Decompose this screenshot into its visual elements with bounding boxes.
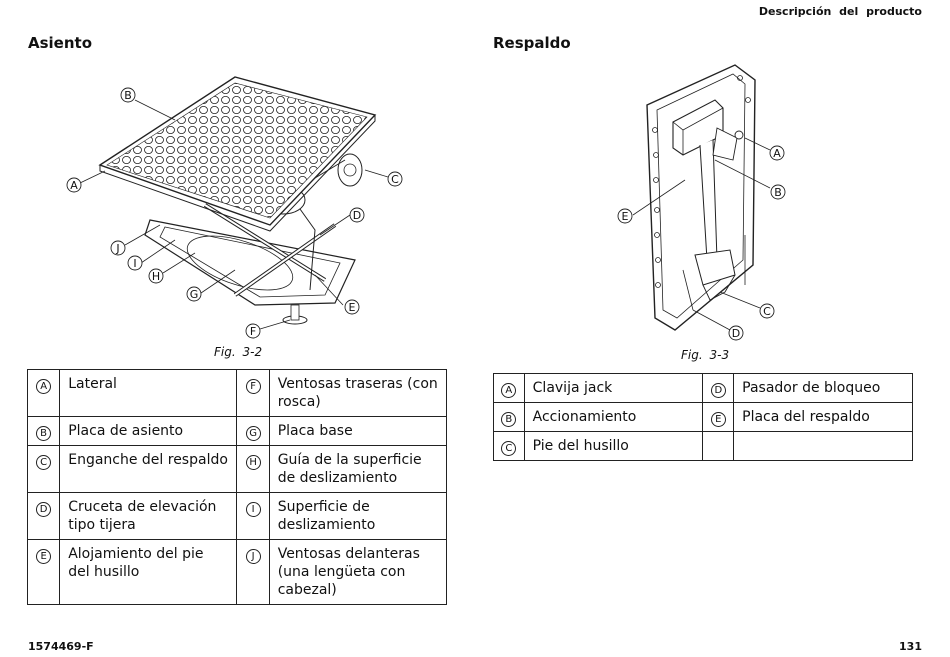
seat-callout-f: F <box>250 325 256 338</box>
seat-callout-h: H <box>152 270 160 283</box>
legend-key-marker: J <box>245 549 261 564</box>
legend-description: Alojamiento del pie del husillo <box>59 539 238 605</box>
legend-key-marker: E <box>36 549 52 564</box>
seat-callout-j: J <box>115 242 119 255</box>
seat-callout-c: C <box>391 173 399 186</box>
seat-legend-row: A Lateral F Ventosas traseras (con rosca) <box>26 369 448 417</box>
legend-description: Pie del husillo <box>523 431 704 461</box>
seat-callout-a: A <box>70 179 78 192</box>
legend-description: Accionamiento <box>523 402 704 432</box>
figure-caption-seat: Fig. 3-2 <box>214 345 263 359</box>
legend-key-marker: G <box>245 426 261 441</box>
section-title-backrest: Respaldo <box>493 34 571 52</box>
legend-description: Ventosas delanteras (una lengüeta con ca… <box>268 539 448 605</box>
legend-key-cell: A <box>493 373 525 403</box>
legend-key-cell: F <box>236 369 270 417</box>
legend-description: Superficie de deslizamiento <box>268 492 448 540</box>
legend-key-cell: D <box>702 373 735 403</box>
legend-key-cell: G <box>236 416 270 446</box>
seat-illustration: B A C D E F G H I J <box>66 76 403 339</box>
legend-description: Pasador de bloqueo <box>733 373 913 403</box>
legend-key-marker: I <box>245 502 261 517</box>
legend-key-marker: A <box>501 383 517 398</box>
legend-key-marker: D <box>710 383 726 398</box>
seat-callout-g: G <box>190 288 199 301</box>
running-header: Descripción del producto <box>758 5 922 18</box>
seat-callout-b: B <box>124 89 132 102</box>
legend-key-cell: J <box>236 539 270 605</box>
legend-key-cell: C <box>26 445 61 493</box>
legend-description: Ventosas traseras (con rosca) <box>268 369 448 417</box>
legend-description <box>733 431 913 461</box>
legend-description: Lateral <box>59 369 238 417</box>
seat-callouts <box>66 87 403 339</box>
backrest-callout-c: C <box>763 305 771 318</box>
seat-legend-row: B Placa de asiento G Placa base <box>26 416 448 446</box>
legend-key-marker: E <box>710 412 726 427</box>
legend-key-cell: B <box>493 402 525 432</box>
legend-key-cell: I <box>236 492 270 540</box>
legend-description: Cruceta de elevación tipo tijera <box>59 492 238 540</box>
seat-callout-d: D <box>353 209 361 222</box>
legend-key-cell: B <box>26 416 61 446</box>
legend-key-cell: E <box>702 402 735 432</box>
legend-description: Clavija jack <box>523 373 704 403</box>
seat-legend-row: D Cruceta de elevación tipo tijera I Superf… <box>26 492 448 540</box>
legend-key-cell: C <box>493 431 525 461</box>
backrest-callout-a: A <box>773 147 781 160</box>
backrest-illustration: A B C D E <box>617 64 786 341</box>
legend-key-cell: A <box>26 369 61 417</box>
seat-callout-e: E <box>349 301 356 314</box>
legend-key-marker: H <box>245 455 261 470</box>
legend-key-marker: C <box>36 455 52 470</box>
backrest-callout-d: D <box>732 327 740 340</box>
legend-description: Enganche del respaldo <box>59 445 238 493</box>
legend-key-marker: D <box>36 502 52 517</box>
backrest-legend-row: B Accionamiento E Placa del respaldo <box>493 402 913 432</box>
legend-key-cell <box>702 431 735 461</box>
seat-legend-row: C Enganche del respaldo H Guía de la superf… <box>26 445 448 493</box>
legend-key-marker: B <box>501 412 517 427</box>
seat-legend-row: E Alojamiento del pie del husillo J Ventosa… <box>26 539 448 605</box>
legend-key-marker: B <box>36 426 52 441</box>
figure-caption-backrest: Fig. 3-3 <box>681 348 730 362</box>
page-number: 131 <box>899 640 922 653</box>
section-title-seat: Asiento <box>28 34 93 52</box>
legend-description: Guía de la superficie de deslizamiento <box>268 445 448 493</box>
document-number: 1574469-F <box>28 640 94 653</box>
legend-key-cell: E <box>26 539 61 605</box>
backrest-callout-b: B <box>774 186 782 199</box>
seat-callout-i: I <box>133 257 136 270</box>
backrest-legend-row: C Pie del husillo <box>493 431 913 461</box>
legend-description: Placa base <box>268 416 448 446</box>
backrest-callout-e: E <box>622 210 629 223</box>
legend-description: Placa de asiento <box>59 416 238 446</box>
backrest-legend-row: A Clavija jack D Pasador de bloqueo <box>493 373 913 403</box>
legend-key-cell: H <box>236 445 270 493</box>
legend-key-marker: C <box>501 441 517 456</box>
legend-key-marker: F <box>245 379 261 394</box>
legend-key-marker: A <box>36 379 52 394</box>
legend-description: Placa del respaldo <box>733 402 913 432</box>
legend-key-cell: D <box>26 492 61 540</box>
